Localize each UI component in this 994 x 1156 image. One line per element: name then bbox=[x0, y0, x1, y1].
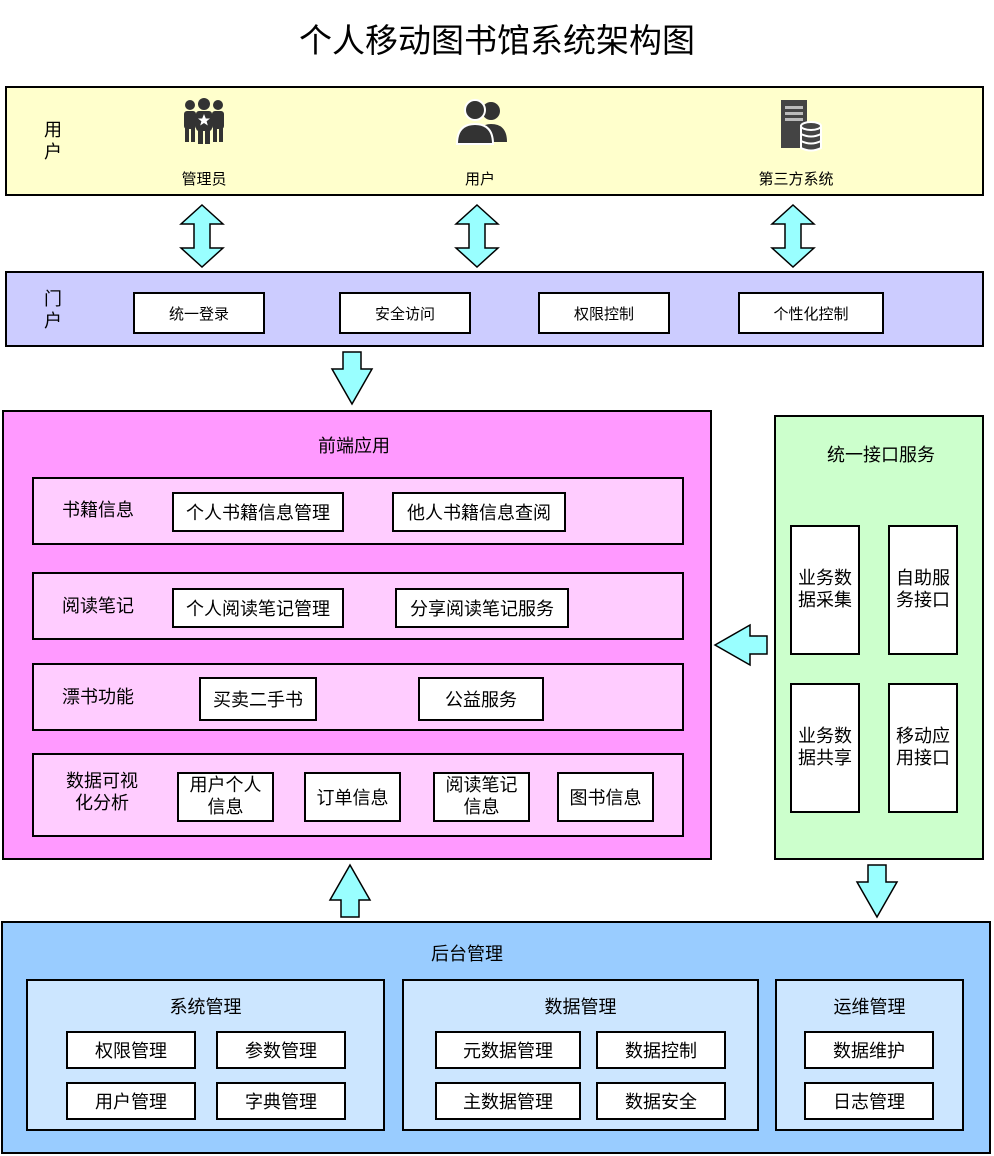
system-user-manage: 用户管理 bbox=[66, 1082, 196, 1120]
interface-mobile-app: 移动应用接口 bbox=[888, 683, 958, 813]
portal-item-personalization: 个性化控制 bbox=[738, 292, 884, 334]
interface-title: 统一接口服务 bbox=[827, 445, 935, 466]
viz-order-info: 订单信息 bbox=[304, 772, 401, 822]
book-info-personal-manage: 个人书籍信息管理 bbox=[172, 492, 344, 532]
drifting-buy-sell-used: 买卖二手书 bbox=[199, 677, 317, 721]
arrow-down-interface-backend bbox=[855, 864, 899, 919]
viz-reading-notes-info: 阅读笔记信息 bbox=[433, 772, 530, 822]
interface-business-data-sharing: 业务数据共享 bbox=[790, 683, 860, 813]
portal-item-secure-access: 安全访问 bbox=[339, 292, 471, 334]
portal-item-unified-login: 统一登录 bbox=[133, 292, 265, 334]
data-master-data-manage: 主数据管理 bbox=[435, 1082, 581, 1120]
reading-notes-personal-manage: 个人阅读笔记管理 bbox=[172, 588, 344, 628]
row-label-book-info: 书籍信息 bbox=[62, 500, 134, 521]
row-label-drifting-books: 漂书功能 bbox=[62, 687, 134, 708]
drifting-public-welfare: 公益服务 bbox=[418, 677, 544, 721]
backend-title: 后台管理 bbox=[431, 944, 503, 965]
double-arrow-third-party bbox=[770, 203, 816, 269]
portal-layer: 门户 统一登录 安全访问 权限控制 个性化控制 bbox=[5, 271, 984, 347]
actor-label-admin: 管理员 bbox=[181, 170, 227, 188]
interface-self-service: 自助服务接口 bbox=[888, 525, 958, 655]
user-layer-label: 用户 bbox=[44, 120, 62, 163]
actor-label-user: 用户 bbox=[464, 170, 495, 188]
frontend-row-drifting-books: 漂书功能 买卖二手书 公益服务 bbox=[32, 663, 684, 731]
arrow-down-portal-frontend bbox=[330, 351, 374, 406]
frontend-title: 前端应用 bbox=[318, 436, 390, 457]
system-permission-manage: 权限管理 bbox=[66, 1031, 196, 1069]
system-dictionary-manage: 字典管理 bbox=[216, 1082, 346, 1120]
backend-layer: 后台管理 系统管理 权限管理 参数管理 用户管理 字典管理 数据管理 元数据管理… bbox=[1, 921, 991, 1154]
actor-label-third-party: 第三方系统 bbox=[758, 170, 834, 188]
portal-layer-label: 门户 bbox=[44, 289, 62, 332]
user-layer: 用户 管理员 用户 第三方系统 bbox=[5, 86, 984, 196]
row-label-data-visualization: 数据可视化分析 bbox=[66, 771, 138, 814]
reading-notes-share-service: 分享阅读笔记服务 bbox=[395, 588, 569, 628]
interface-layer: 统一接口服务 业务数据采集 自助服务接口 业务数据共享 移动应用接口 bbox=[774, 415, 984, 860]
users-icon bbox=[455, 99, 507, 145]
section-title-data: 数据管理 bbox=[544, 997, 617, 1018]
arrow-up-backend-frontend bbox=[328, 863, 372, 918]
ops-data-maintenance: 数据维护 bbox=[804, 1031, 934, 1069]
admin-group-icon bbox=[184, 98, 224, 144]
data-security: 数据安全 bbox=[596, 1082, 726, 1120]
frontend-row-data-visualization: 数据可视化分析 用户个人信息 订单信息 阅读笔记信息 图书信息 bbox=[32, 753, 684, 837]
book-info-others-view: 他人书籍信息查阅 bbox=[392, 492, 566, 532]
interface-business-data-collection: 业务数据采集 bbox=[790, 525, 860, 655]
frontend-row-reading-notes: 阅读笔记 个人阅读笔记管理 分享阅读笔记服务 bbox=[32, 572, 684, 640]
system-parameter-manage: 参数管理 bbox=[216, 1031, 346, 1069]
portal-item-permission-control: 权限控制 bbox=[538, 292, 670, 334]
frontend-layer: 前端应用 书籍信息 个人书籍信息管理 他人书籍信息查阅 阅读笔记 个人阅读笔记管… bbox=[2, 410, 712, 860]
double-arrow-user bbox=[454, 203, 500, 269]
section-title-system: 系统管理 bbox=[169, 997, 242, 1018]
backend-section-data: 数据管理 元数据管理 数据控制 主数据管理 数据安全 bbox=[402, 979, 759, 1131]
ops-log-manage: 日志管理 bbox=[804, 1082, 934, 1120]
backend-section-ops: 运维管理 数据维护 日志管理 bbox=[775, 979, 964, 1131]
viz-user-personal-info: 用户个人信息 bbox=[177, 772, 274, 822]
data-metadata-manage: 元数据管理 bbox=[435, 1031, 581, 1069]
row-label-reading-notes: 阅读笔记 bbox=[62, 596, 134, 617]
arrow-left-interface-frontend bbox=[713, 623, 768, 667]
viz-book-info: 图书信息 bbox=[557, 772, 654, 822]
double-arrow-admin bbox=[179, 203, 225, 269]
section-title-ops: 运维管理 bbox=[833, 997, 906, 1018]
backend-section-system: 系统管理 权限管理 参数管理 用户管理 字典管理 bbox=[26, 979, 385, 1131]
diagram-title: 个人移动图书馆系统架构图 bbox=[299, 21, 695, 60]
frontend-row-book-info: 书籍信息 个人书籍信息管理 他人书籍信息查阅 bbox=[32, 477, 684, 545]
data-control: 数据控制 bbox=[596, 1031, 726, 1069]
server-database-icon bbox=[781, 100, 822, 152]
